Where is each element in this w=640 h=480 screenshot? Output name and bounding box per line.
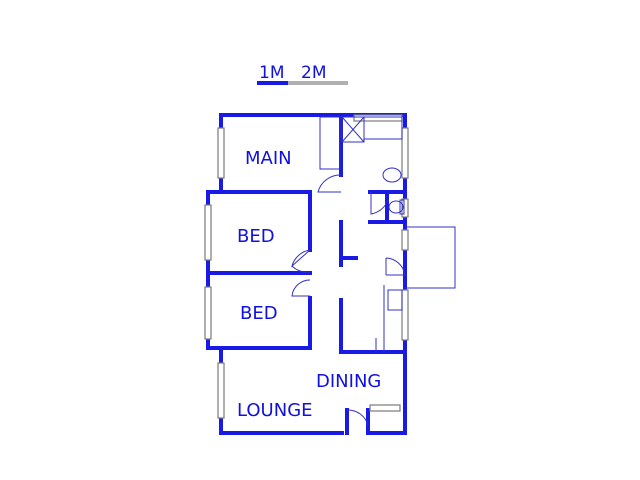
scale-segment-1m xyxy=(257,81,288,85)
window-kitchen-upper xyxy=(401,229,409,251)
patio-outline xyxy=(405,226,456,289)
room-label-lounge: LOUNGE xyxy=(237,400,313,421)
room-label-dining: DINING xyxy=(316,371,381,392)
door-bed2 xyxy=(291,279,311,297)
window-lounge xyxy=(217,362,225,419)
shower-diag-2 xyxy=(341,116,365,143)
scale-bar: 1M 2M xyxy=(257,63,348,85)
basin xyxy=(382,167,402,183)
door-patio xyxy=(385,257,406,276)
kitchen-sink xyxy=(387,289,403,311)
window-toilet xyxy=(401,198,409,218)
fixtures xyxy=(291,116,456,426)
scale-segment-2m xyxy=(288,81,348,85)
room-label-bed-2: BED xyxy=(240,303,278,324)
door-bed1-arc xyxy=(291,265,311,273)
main-wardrobe xyxy=(319,116,341,170)
door-bath xyxy=(370,192,389,215)
window-bed1 xyxy=(204,204,212,261)
toilet-cistern xyxy=(399,199,405,215)
toilet xyxy=(388,200,404,214)
window-kitchen xyxy=(401,289,409,341)
window-bath xyxy=(401,127,409,179)
window-bed2 xyxy=(204,286,212,340)
walls xyxy=(206,113,407,435)
room-label-main: MAIN xyxy=(245,148,292,169)
window-main xyxy=(217,127,225,179)
scale-label-2m: 2M xyxy=(301,63,326,83)
door-bed1 xyxy=(291,249,311,268)
door-entry xyxy=(346,409,369,426)
room-label-bed-1: BED xyxy=(237,226,275,247)
scale-label-1m: 1M xyxy=(259,63,284,83)
room-labels: MAIN BED BED DINING LOUNGE xyxy=(237,148,381,421)
door-main xyxy=(317,174,342,193)
bathtub xyxy=(363,116,403,140)
window-dining xyxy=(369,404,401,412)
